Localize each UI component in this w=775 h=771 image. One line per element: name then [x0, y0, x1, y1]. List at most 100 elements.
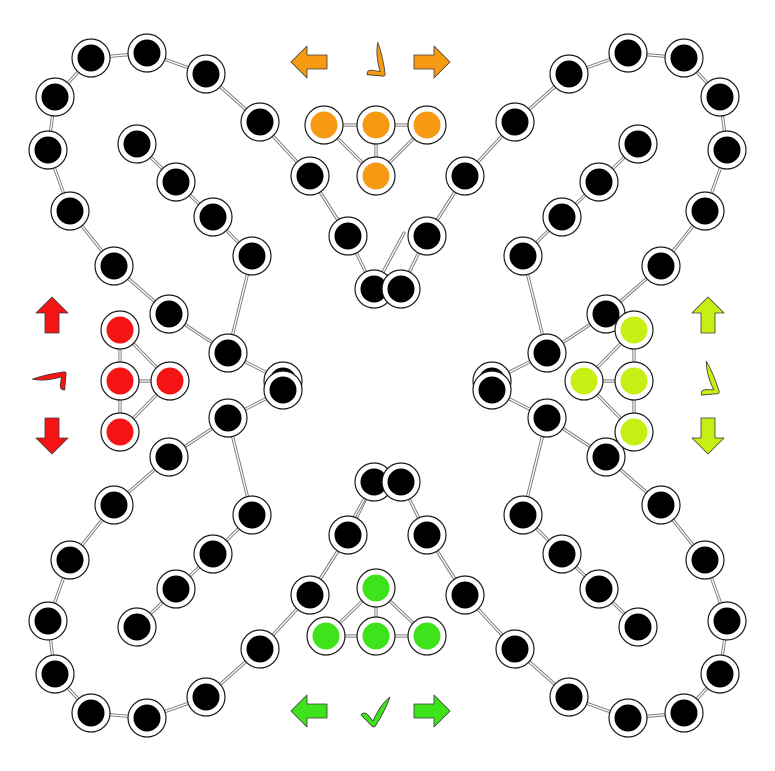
board-hole[interactable] [408, 217, 446, 255]
board-hole[interactable] [609, 699, 647, 737]
board-hole[interactable] [473, 371, 511, 409]
board-hole[interactable] [642, 247, 680, 285]
board-hole[interactable] [291, 576, 329, 614]
board-hole[interactable] [619, 608, 657, 646]
bottom-confirm-check-icon[interactable] [360, 696, 391, 728]
board-hole[interactable] [233, 237, 271, 275]
board-hole[interactable] [382, 463, 420, 501]
board-hole[interactable] [504, 237, 542, 275]
board-hole[interactable] [665, 694, 703, 732]
board-hole[interactable] [446, 157, 484, 195]
top-confirm-check-icon[interactable] [356, 41, 397, 84]
left-confirm-check-icon[interactable] [31, 360, 74, 401]
board-hole[interactable] [504, 496, 542, 534]
board-hole[interactable] [686, 541, 724, 579]
player-peg-left[interactable] [101, 311, 139, 349]
right-arrow-up-icon[interactable] [691, 296, 725, 334]
board-hole[interactable] [382, 270, 420, 308]
board-hole[interactable] [609, 34, 647, 72]
player-peg-bottom[interactable] [357, 569, 395, 607]
board-hole[interactable] [701, 655, 739, 693]
board-hole[interactable] [157, 570, 195, 608]
board-hole[interactable] [36, 655, 74, 693]
board-hole[interactable] [528, 334, 566, 372]
board-hole[interactable] [72, 39, 110, 77]
player-peg-right[interactable] [615, 413, 653, 451]
player-peg-top[interactable] [357, 157, 395, 195]
left-arrow-up-icon[interactable] [35, 296, 69, 334]
board-hole[interactable] [708, 131, 746, 169]
board-hole[interactable] [29, 602, 67, 640]
board-hole[interactable] [128, 34, 166, 72]
top-arrow-left-icon[interactable] [290, 45, 328, 79]
player-peg-top[interactable] [305, 106, 343, 144]
confirm-check-icon [360, 696, 391, 728]
board-hole[interactable] [194, 535, 232, 573]
board-hole[interactable] [587, 438, 625, 476]
board-hole[interactable] [118, 608, 156, 646]
player-peg-bottom[interactable] [408, 617, 446, 655]
board-hole[interactable] [665, 39, 703, 77]
board-hole[interactable] [642, 486, 680, 524]
player-peg-right[interactable] [615, 311, 653, 349]
board-hole[interactable] [241, 630, 279, 668]
board-hole[interactable] [51, 192, 89, 230]
board-hole[interactable] [187, 678, 225, 716]
board-hole[interactable] [550, 55, 588, 93]
board-hole[interactable] [150, 438, 188, 476]
board-hole[interactable] [550, 678, 588, 716]
board-hole[interactable] [187, 55, 225, 93]
board-hole[interactable] [209, 399, 247, 437]
board-hole[interactable] [233, 496, 271, 534]
left-arrow-down-icon[interactable] [35, 417, 69, 455]
right-arrow-down-icon[interactable] [691, 417, 725, 455]
player-peg-ring [356, 568, 396, 608]
player-peg-right[interactable] [615, 362, 653, 400]
board-hole[interactable] [496, 103, 534, 141]
player-peg-right[interactable] [565, 362, 603, 400]
top-arrow-right-icon[interactable] [413, 45, 451, 79]
board-hole[interactable] [329, 516, 367, 554]
bottom-arrow-left-icon[interactable] [290, 694, 328, 728]
board-hole-ring [664, 38, 704, 78]
player-peg-left[interactable] [101, 362, 139, 400]
board-hole[interactable] [543, 535, 581, 573]
board-hole[interactable] [408, 516, 446, 554]
board-hole[interactable] [686, 192, 724, 230]
board-hole[interactable] [118, 125, 156, 163]
board-hole[interactable] [194, 198, 232, 236]
player-peg-top[interactable] [408, 106, 446, 144]
board-hole[interactable] [701, 78, 739, 116]
board-hole[interactable] [587, 295, 625, 333]
bottom-arrow-right-icon[interactable] [413, 694, 451, 728]
board-hole[interactable] [95, 486, 133, 524]
board-hole[interactable] [619, 125, 657, 163]
board-hole[interactable] [29, 131, 67, 169]
board-hole[interactable] [291, 157, 329, 195]
board-hole[interactable] [496, 630, 534, 668]
board-hole[interactable] [241, 103, 279, 141]
board-hole[interactable] [329, 217, 367, 255]
board-hole[interactable] [528, 399, 566, 437]
board-hole[interactable] [446, 576, 484, 614]
board-hole[interactable] [580, 163, 618, 201]
right-confirm-check-icon[interactable] [688, 360, 730, 402]
player-peg-top[interactable] [357, 106, 395, 144]
board-hole[interactable] [209, 334, 247, 372]
board-hole[interactable] [51, 541, 89, 579]
board-hole[interactable] [708, 602, 746, 640]
board-hole[interactable] [264, 371, 302, 409]
board-hole-ring [618, 607, 658, 647]
board-hole[interactable] [150, 295, 188, 333]
board-hole[interactable] [128, 699, 166, 737]
board-hole[interactable] [36, 78, 74, 116]
player-peg-bottom[interactable] [357, 617, 395, 655]
player-peg-left[interactable] [101, 413, 139, 451]
board-hole[interactable] [95, 247, 133, 285]
player-peg-bottom[interactable] [307, 617, 345, 655]
board-hole[interactable] [157, 163, 195, 201]
board-hole[interactable] [580, 570, 618, 608]
board-hole[interactable] [543, 198, 581, 236]
board-hole[interactable] [72, 694, 110, 732]
player-peg-left[interactable] [151, 362, 189, 400]
